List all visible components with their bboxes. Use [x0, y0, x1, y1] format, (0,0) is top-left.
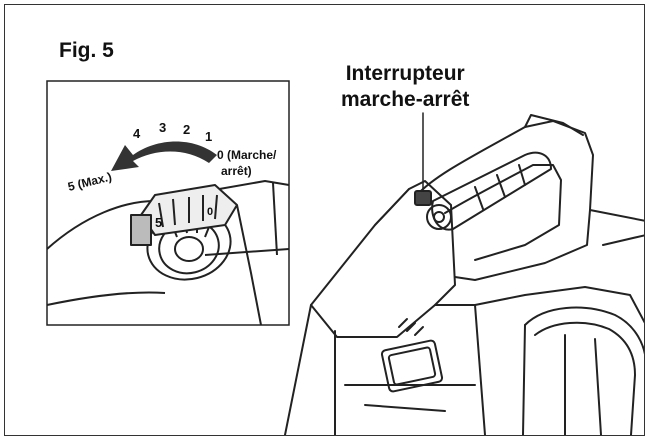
callout-line-2: marche-arrêt	[341, 88, 470, 111]
dial-number-3: 3	[159, 120, 166, 135]
dial-number-1: 1	[205, 129, 212, 144]
inset-detail: 4 3 2 1 0 (Marche/ arrêt) 5 (Max.) 5 0	[46, 80, 290, 326]
dial-number-4: 4	[133, 126, 141, 141]
label-off: 0 (Marche/	[217, 148, 277, 162]
switch-pivot	[426, 204, 452, 230]
switch-callout: Interrupteur marche-arrêt	[341, 61, 469, 113]
power-switch	[414, 190, 432, 206]
blower-body	[434, 286, 644, 324]
dial-number-2: 2	[183, 122, 190, 137]
dial-face-0: 0	[207, 206, 213, 218]
blower-illustration: 4 3 2 1 0 (Marche/ arrêt) 5 (Max.) 5 0	[46, 80, 644, 435]
rotation-arrow	[111, 141, 217, 171]
figure-title: Fig. 5	[59, 39, 114, 62]
handle-inner	[444, 164, 562, 261]
callout-line-1: Interrupteur	[345, 62, 465, 85]
handle-outline	[416, 120, 594, 281]
label-off-2: arrêt)	[221, 164, 252, 178]
front-tower	[310, 180, 456, 338]
dial-face-5: 5	[155, 215, 162, 230]
figure-frame: 4 3 2 1 0 (Marche/ arrêt) 5 (Max.) 5 0 F…	[4, 4, 645, 436]
